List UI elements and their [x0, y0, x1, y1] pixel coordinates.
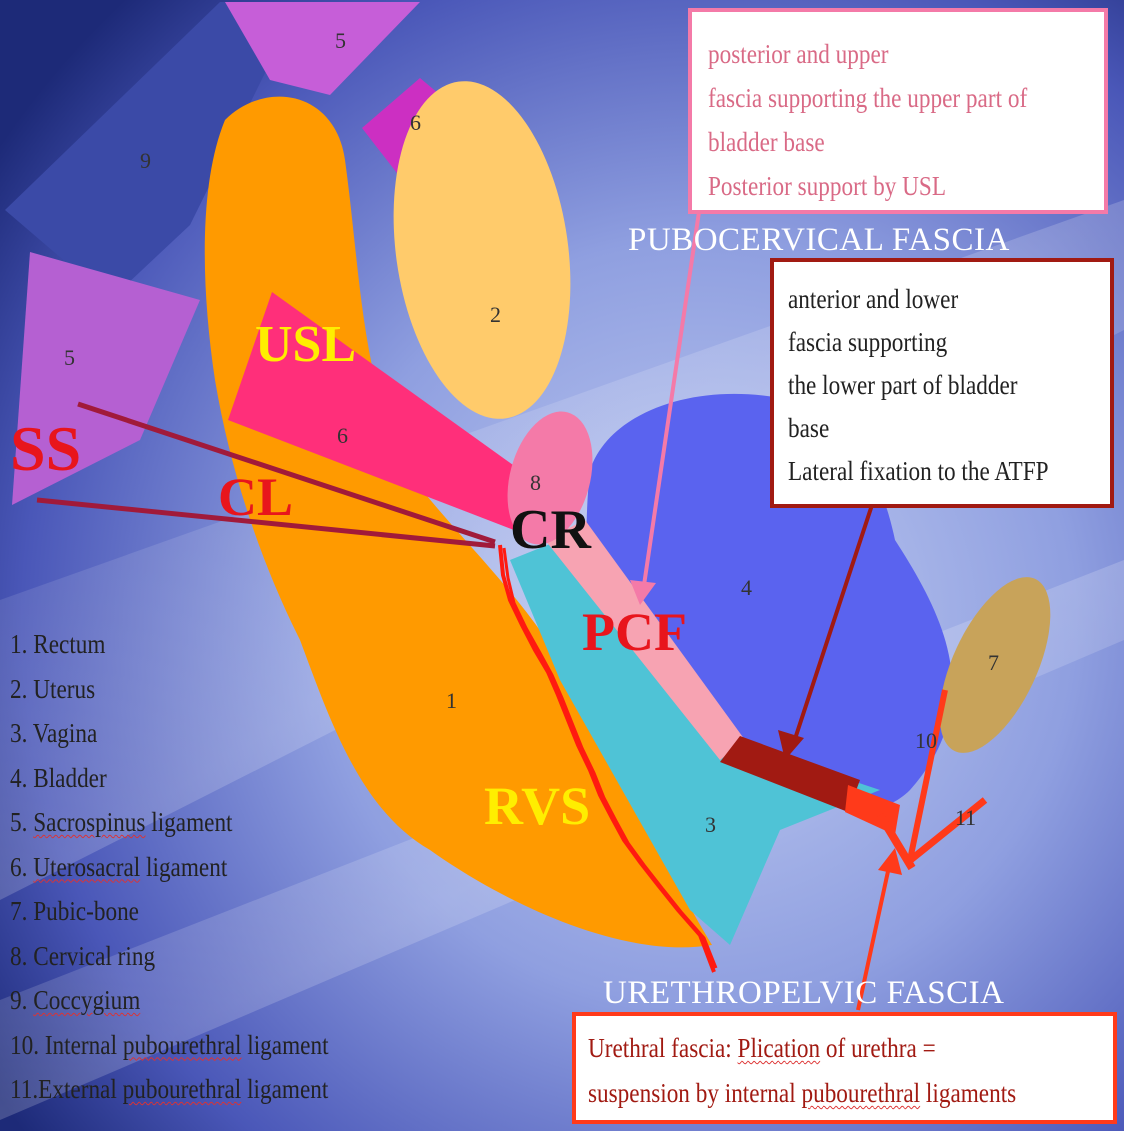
legend-10-suffix: ligament: [241, 1030, 328, 1060]
legend-5-underlined: Sacrospinus: [33, 807, 145, 837]
urethropelvic-fascia-box: Urethral fascia: Plication of urethra = …: [572, 1012, 1117, 1124]
legend-10-underlined: pubourethral: [123, 1030, 242, 1060]
legend-item-uterus: 2. Uterus: [10, 667, 329, 712]
number-6-top-label: 6: [410, 110, 421, 135]
legend-item-rectum: 1. Rectum: [10, 622, 329, 667]
number-6-left-label: 6: [337, 423, 348, 448]
number-7-label: 7: [988, 650, 999, 675]
number-5-top-label: 5: [335, 28, 346, 53]
legend-11-prefix: 11.External: [10, 1074, 123, 1104]
pubocervical-fascia-box: anterior and lower fascia supporting the…: [770, 258, 1114, 508]
legend-item-cervical-ring: 8. Cervical ring: [10, 934, 329, 979]
legend-9-underlined: Coccygium: [33, 985, 140, 1015]
pubocervical-box-line-1: anterior and lower: [788, 278, 1065, 321]
legend-item-uterosacral: 6. Uterosacral ligament: [10, 845, 329, 890]
legend-5-suffix: ligament: [145, 807, 232, 837]
legend-item-vagina: 3. Vagina: [10, 711, 329, 756]
legend-9-prefix: 9.: [10, 985, 33, 1015]
legend-6-underlined: Uterosacral: [33, 852, 140, 882]
cr-label: CR: [510, 499, 591, 561]
urethropelvic-line1-suffix: of urethra =: [820, 1033, 936, 1063]
legend-5-prefix: 5.: [10, 807, 33, 837]
legend-6-prefix: 6.: [10, 852, 33, 882]
number-11-label: 11: [955, 805, 976, 830]
legend-6-suffix: ligament: [140, 852, 227, 882]
urethropelvic-box-line-2: suspension by internal pubourethral liga…: [588, 1071, 1040, 1116]
legend-11-underlined: pubourethral: [123, 1074, 242, 1104]
legend-item-internal-pubourethral: 10. Internal pubourethral ligament: [10, 1023, 329, 1068]
number-4-label: 4: [741, 575, 752, 600]
rvs-label: RVS: [484, 776, 590, 836]
number-8-label: 8: [530, 470, 541, 495]
urethropelvic-line2-prefix: suspension by internal: [588, 1078, 801, 1108]
usl-label: USL: [255, 316, 356, 373]
pcf-label: PCF: [582, 602, 687, 662]
legend-item-external-pubourethral: 11.External pubourethral ligament: [10, 1067, 329, 1112]
urethropelvic-line1-underlined: Plication: [738, 1033, 821, 1063]
structure-legend: 1. Rectum 2. Uterus 3. Vagina 4. Bladder…: [10, 622, 329, 1112]
number-3-label: 3: [705, 812, 716, 837]
urethropelvic-fascia-title: URETHROPELVIC FASCIA: [603, 975, 1004, 1012]
posterior-fascia-box: posterior and upper fascia supporting th…: [688, 8, 1108, 214]
pubocervical-box-line-2: fascia supporting: [788, 321, 1065, 364]
posterior-box-line-2: fascia supporting the upper part of: [708, 76, 1049, 120]
number-2-label: 2: [490, 302, 501, 327]
cl-label: CL: [218, 467, 293, 527]
legend-11-suffix: ligament: [241, 1074, 328, 1104]
urethropelvic-line2-suffix: ligaments: [920, 1078, 1016, 1108]
number-1-label: 1: [446, 688, 457, 713]
legend-item-bladder: 4. Bladder: [10, 756, 329, 801]
urethropelvic-box-line-1: Urethral fascia: Plication of urethra =: [588, 1026, 1040, 1071]
pubocervical-box-line-4: base: [788, 407, 1065, 450]
number-5-left-label: 5: [64, 345, 75, 370]
ss-label: SS: [10, 413, 81, 484]
number-10-label: 10: [915, 728, 937, 753]
posterior-box-line-4: Posterior support by USL: [708, 164, 1049, 208]
legend-item-sacrospinus: 5. Sacrospinus ligament: [10, 800, 329, 845]
legend-item-pubic-bone: 7. Pubic-bone: [10, 889, 329, 934]
urethropelvic-line2-underlined: pubourethral: [801, 1078, 920, 1108]
legend-item-coccygium: 9. Coccygium: [10, 978, 329, 1023]
legend-10-prefix: 10. Internal: [10, 1030, 123, 1060]
pubocervical-box-line-3: the lower part of bladder: [788, 364, 1065, 407]
pubocervical-box-line-5: Lateral fixation to the ATFP: [788, 450, 1065, 493]
pubocervical-fascia-title: PUBOCERVICAL FASCIA: [628, 222, 1010, 259]
posterior-box-line-1: posterior and upper: [708, 32, 1049, 76]
number-9-label: 9: [140, 148, 151, 173]
urethropelvic-line1-prefix: Urethral fascia:: [588, 1033, 738, 1063]
posterior-box-line-3: bladder base: [708, 120, 1049, 164]
